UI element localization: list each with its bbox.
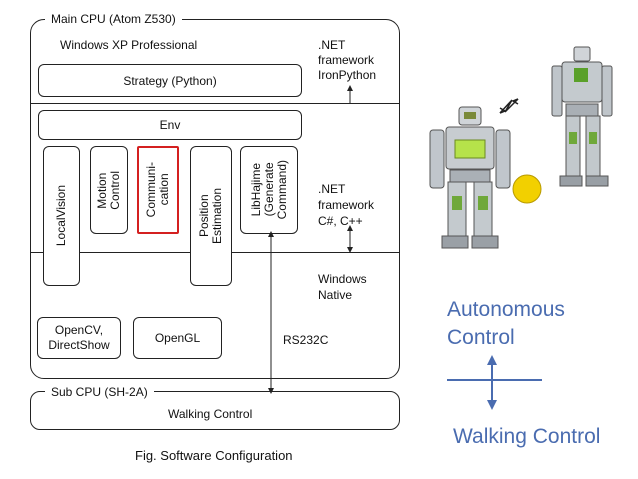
module-position-estimation: Position Estimation: [190, 146, 232, 286]
sub-cpu-title: Sub CPU (SH-2A): [45, 385, 154, 399]
net-csharp-label: .NET framework C#, C++: [318, 182, 375, 228]
net-ironpython-label: .NET framework IronPython: [318, 38, 377, 82]
rs232c-label: RS232C: [283, 333, 329, 347]
opencv-label: OpenCV, DirectShow: [48, 323, 110, 352]
robot-front-icon: [429, 106, 511, 249]
wireless-icon: [499, 98, 519, 114]
module-communication: Communi- cation: [137, 146, 179, 234]
layer-separator-top: [30, 103, 400, 104]
main-cpu-title: Main CPU (Atom Z530): [45, 12, 182, 26]
walking-control-label: Walking Control: [453, 425, 601, 448]
os-label: Windows XP Professional: [60, 38, 198, 52]
autonomous-control-label: Autonomous Control: [447, 298, 565, 349]
strategy-box: Strategy (Python): [38, 64, 302, 97]
walking-control-box-label: Walking Control: [168, 407, 253, 421]
opencv-box: OpenCV, DirectShow: [37, 317, 121, 359]
opengl-box: OpenGL: [133, 317, 222, 359]
strategy-label: Strategy (Python): [123, 73, 217, 88]
module-localvision: LocalVision: [43, 146, 80, 286]
ball-icon: [512, 174, 542, 204]
sub-cpu-frame: [30, 391, 400, 430]
figure-caption: Fig. Software Configuration: [135, 448, 293, 463]
module-motion-control: Motion Control: [90, 146, 128, 234]
opengl-label: OpenGL: [154, 331, 201, 345]
robot-back-icon: [551, 46, 613, 187]
windows-native-label: Windows Native: [318, 272, 367, 302]
env-label: Env: [159, 118, 181, 132]
env-box: Env: [38, 110, 302, 140]
module-libhajime: LibHajime (Generate Command): [240, 146, 298, 234]
